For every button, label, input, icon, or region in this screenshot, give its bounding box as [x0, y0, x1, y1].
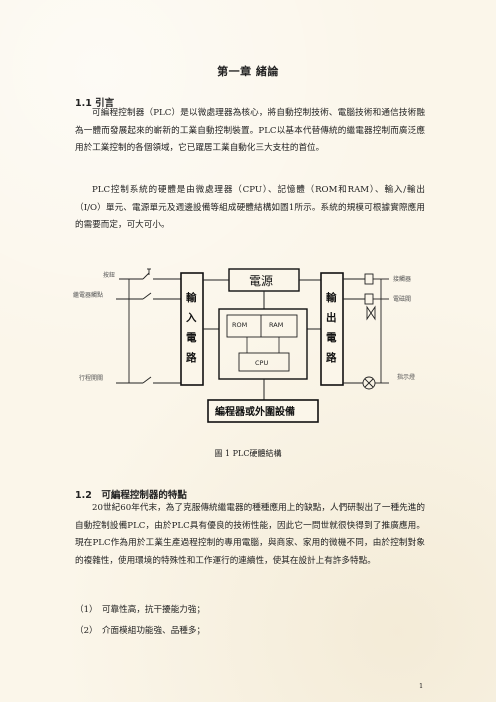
paragraph-intro-2: PLC控制系統的硬體是由微處理器（CPU）、記憶體（ROM和RAM）、輸入/輸出…: [75, 185, 425, 230]
rom-label: ROM: [232, 321, 247, 329]
output-circuit-box: [320, 272, 344, 386]
plc-hardware-diagram: 按鈕 繼電器觸點 行程開關 輸 入 電 路 電源: [73, 268, 415, 423]
power-label: 電源: [249, 274, 273, 288]
page-number: 1: [419, 682, 424, 690]
output-circuit-char-3: 電: [326, 332, 337, 344]
input-circuit-box: [180, 272, 204, 386]
label-contactor: 接觸器: [393, 275, 411, 283]
paragraph-intro-1: 可編程控制器（PLC）是以微處理器為核心，將自動控制技術、電腦技術和通信技術融為…: [75, 108, 425, 153]
label-button: 按鈕: [103, 271, 115, 279]
output-wiring: [343, 273, 389, 390]
input-circuit-char-4: 路: [186, 351, 197, 364]
programmer-label: 編程器或外圍設備: [215, 405, 295, 418]
memory-box: [226, 314, 298, 338]
cpu-area-frame: [218, 308, 308, 380]
label-solenoid-valve: 電磁閥: [393, 295, 411, 303]
chapter-title: 第一章 緒論: [217, 65, 279, 78]
input-circuit-char-1: 輸: [186, 291, 197, 304]
paragraph-features-1: 20世紀60年代末，為了克服傳統繼電器的種種應用上的缺點，人們研製出了一種先進的…: [75, 503, 425, 566]
output-circuit-char-4: 路: [326, 351, 337, 364]
input-circuit-char-3: 電: [186, 332, 197, 344]
section-heading-intro: 1.1 引言: [75, 98, 115, 109]
cpu-box: [238, 352, 290, 372]
cpu-label: CPU: [255, 359, 268, 367]
section-heading-features: 1.2 可編程控制器的特點: [75, 490, 187, 501]
list-item-interface: （2） 介面模組功能強、品種多；: [75, 626, 206, 636]
label-travel-switch: 行程開關: [79, 374, 103, 382]
programmer-box: [207, 399, 319, 423]
output-circuit-char-1: 輸: [326, 291, 337, 304]
input-circuit-char-2: 入: [186, 312, 197, 324]
ram-label: RAM: [269, 321, 283, 329]
list-item-reliability: （1） 可靠性高，抗干擾能力強；: [75, 605, 206, 615]
output-circuit-char-2: 出: [326, 311, 337, 324]
label-indicator-lamp: 指示燈: [397, 373, 415, 381]
figure-caption: 圖 1 PLC硬體結構: [214, 449, 282, 458]
label-relay-contact: 繼電器觸點: [73, 291, 103, 299]
input-wiring: [116, 268, 181, 384]
